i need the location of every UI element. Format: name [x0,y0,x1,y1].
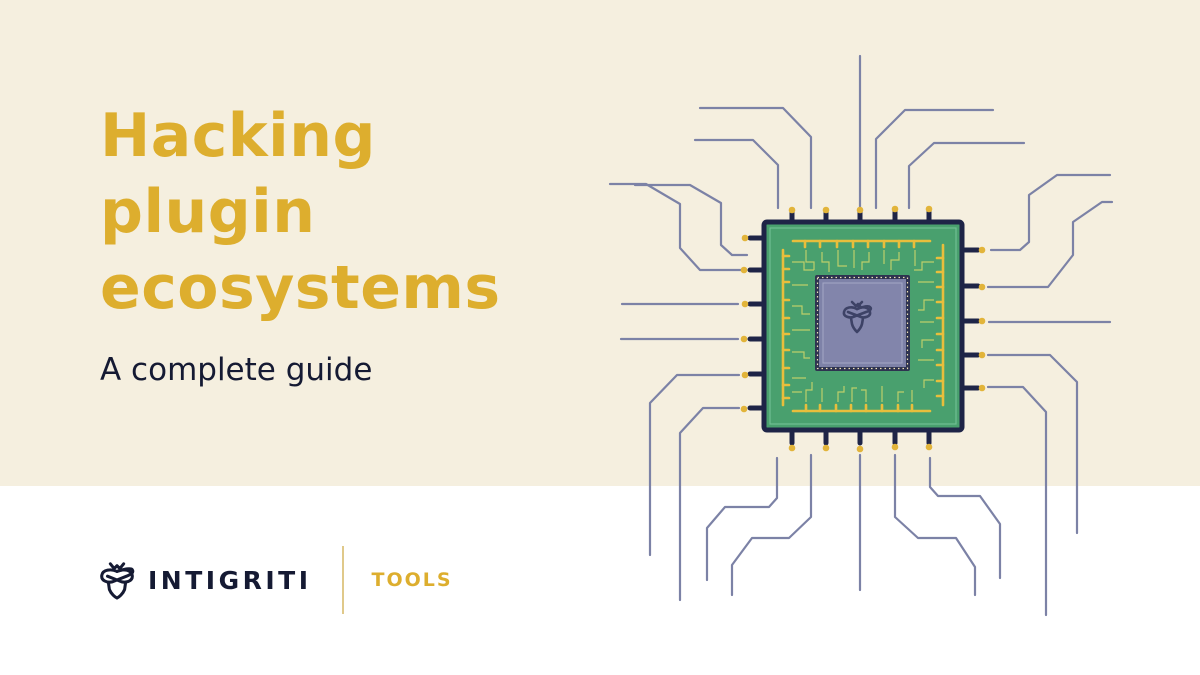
title-line-3: ecosystems [100,253,501,323]
cream-background-band [0,0,1200,486]
title-line-1: Hacking [100,101,376,171]
subtitle: A complete guide [100,352,373,388]
circuit-traces [608,54,1114,617]
title-line-2: plugin [100,177,316,247]
bee-shield-icon [842,300,873,334]
brand-lockup: INTIGRITI TOOLS [98,545,453,615]
chip-body [761,219,965,433]
section-label: TOOLS [371,569,453,591]
bee-shield-icon [100,562,135,600]
brand-divider [341,546,344,614]
page-title: Hacking plugin ecosystems [100,98,501,326]
brand-name: INTIGRITI [148,565,312,595]
